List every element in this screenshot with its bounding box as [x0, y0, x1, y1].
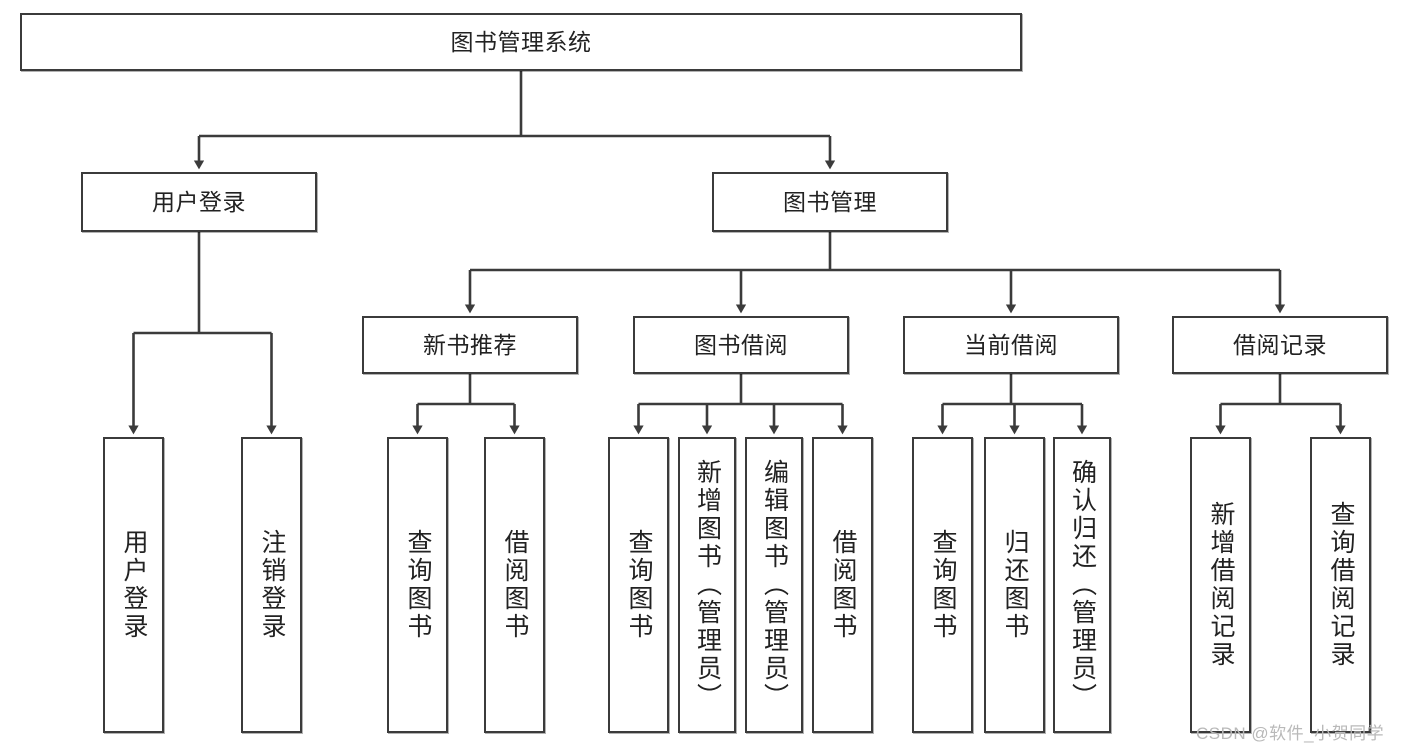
node-leaf-confirm-return-admin[interactable]: 确认归还（管理员）	[1053, 437, 1111, 733]
node-label: 当前借阅	[964, 331, 1058, 358]
node-leaf-return-book[interactable]: 归还图书	[984, 437, 1045, 733]
node-leaf-query-book-current[interactable]: 查询图书	[912, 437, 973, 733]
node-label: 借阅图书	[501, 529, 529, 641]
node-book-manage[interactable]: 图书管理	[712, 172, 948, 232]
node-book-borrow[interactable]: 图书借阅	[633, 316, 849, 374]
node-leaf-borrow-book[interactable]: 借阅图书	[812, 437, 873, 733]
node-label: 确认归还（管理员）	[1068, 459, 1097, 711]
node-label: 查询借阅记录	[1327, 501, 1355, 669]
node-leaf-edit-book-admin[interactable]: 编辑图书（管理员）	[745, 437, 803, 733]
node-label: 用户登录	[120, 529, 148, 641]
node-leaf-add-borrow-record[interactable]: 新增借阅记录	[1190, 437, 1251, 733]
node-label: 图书管理系统	[450, 28, 592, 55]
node-leaf-add-book-admin[interactable]: 新增图书（管理员）	[678, 437, 736, 733]
node-label: 图书借阅	[694, 331, 788, 358]
node-label: 查询图书	[929, 529, 957, 641]
node-label: 借阅记录	[1233, 331, 1327, 358]
node-label: 借阅图书	[829, 529, 857, 641]
node-leaf-logout[interactable]: 注销登录	[241, 437, 302, 733]
node-label: 归还图书	[1001, 529, 1029, 641]
csdn-watermark: CSDN @软件_小贺同学	[1196, 724, 1385, 743]
node-leaf-borrow-book-recommend[interactable]: 借阅图书	[484, 437, 545, 733]
node-current-borrow[interactable]: 当前借阅	[903, 316, 1119, 374]
node-leaf-query-book-recommend[interactable]: 查询图书	[387, 437, 448, 733]
node-label: 新书推荐	[423, 331, 517, 358]
node-leaf-query-book-borrow[interactable]: 查询图书	[608, 437, 669, 733]
node-label: 用户登录	[152, 188, 246, 215]
node-new-book-recommend[interactable]: 新书推荐	[362, 316, 578, 374]
node-label: 新增图书（管理员）	[693, 459, 722, 711]
node-label: 图书管理	[783, 188, 877, 215]
node-leaf-user-login[interactable]: 用户登录	[103, 437, 164, 733]
node-user-login[interactable]: 用户登录	[81, 172, 317, 232]
node-borrow-record[interactable]: 借阅记录	[1172, 316, 1388, 374]
node-label: 查询图书	[404, 529, 432, 641]
node-root[interactable]: 图书管理系统	[20, 13, 1022, 71]
node-label: 编辑图书（管理员）	[760, 459, 789, 711]
node-label: 注销登录	[258, 529, 286, 641]
node-label: 查询图书	[625, 529, 653, 641]
node-label: 新增借阅记录	[1207, 501, 1235, 669]
node-leaf-query-borrow-record[interactable]: 查询借阅记录	[1310, 437, 1371, 733]
